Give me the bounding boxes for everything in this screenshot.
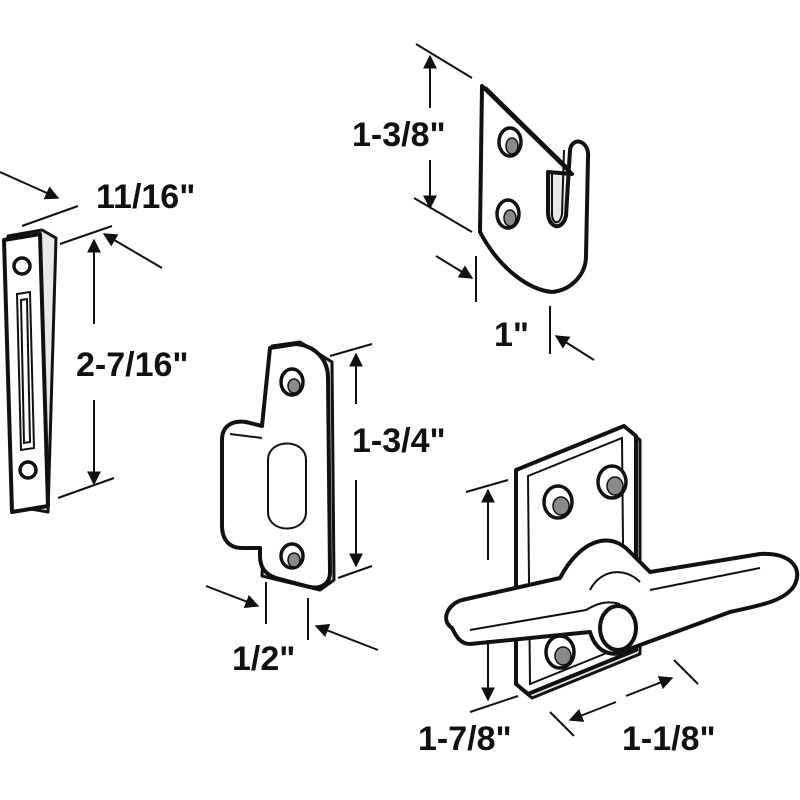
- hook-plate: [478, 84, 591, 294]
- strike-plate: [2, 228, 58, 514]
- hook-plate-width-label: 1": [494, 316, 530, 354]
- strike-width-label: 11/16": [96, 178, 196, 216]
- latch-dimension-lines: [465, 479, 699, 737]
- latch-width-label: 1-1/8": [622, 720, 716, 758]
- keeper-width-label: 1/2": [232, 640, 296, 678]
- sash-latch: [444, 424, 800, 700]
- strike-dimension-lines: [0, 171, 163, 499]
- latch-height-label: 1-7/8": [418, 720, 512, 758]
- keeper-length-label: 1-3/4": [352, 422, 446, 460]
- hook-plate-dimension-lines: [413, 43, 595, 361]
- strike-length-label: 2-7/16": [76, 346, 189, 384]
- keeper: [220, 340, 336, 592]
- keeper-dimension-lines: [205, 343, 379, 651]
- hook-plate-length-label: 1-3/8": [352, 116, 446, 154]
